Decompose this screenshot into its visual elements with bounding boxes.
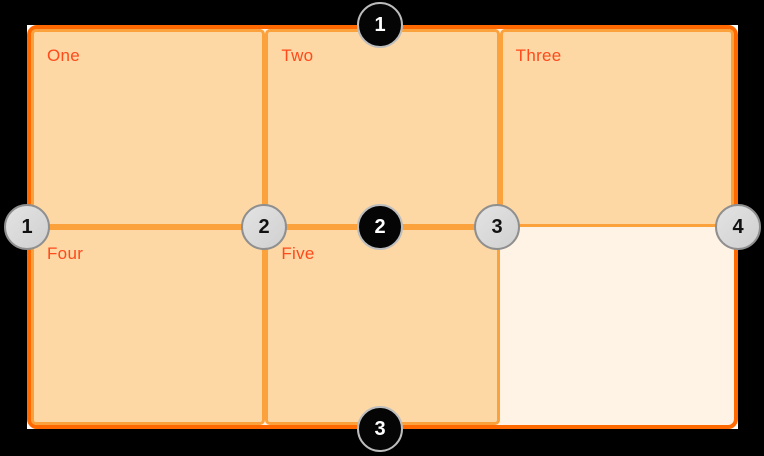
cell-label-two: Two xyxy=(281,46,314,65)
grid-cell-three: Three xyxy=(499,29,734,227)
grid-cell-five: Five xyxy=(265,227,500,425)
cell-label-one: One xyxy=(47,46,81,65)
column-line-badge-4: 4 xyxy=(715,204,761,250)
cell-label-five: Five xyxy=(281,244,315,263)
grid-cell-two: Two xyxy=(265,29,500,227)
row-line-badge-3: 3 xyxy=(357,406,403,452)
cell-label-four: Four xyxy=(47,244,84,263)
cell-label-three: Three xyxy=(515,46,562,65)
column-line-badge-1: 1 xyxy=(4,204,50,250)
row-line-badge-1: 1 xyxy=(357,2,403,48)
column-line-badge-3: 3 xyxy=(474,204,520,250)
grid-cell-four: Four xyxy=(31,227,266,425)
column-line-badge-2: 2 xyxy=(241,204,287,250)
grid-cell-one: One xyxy=(31,29,266,227)
row-line-badge-2: 2 xyxy=(357,204,403,250)
